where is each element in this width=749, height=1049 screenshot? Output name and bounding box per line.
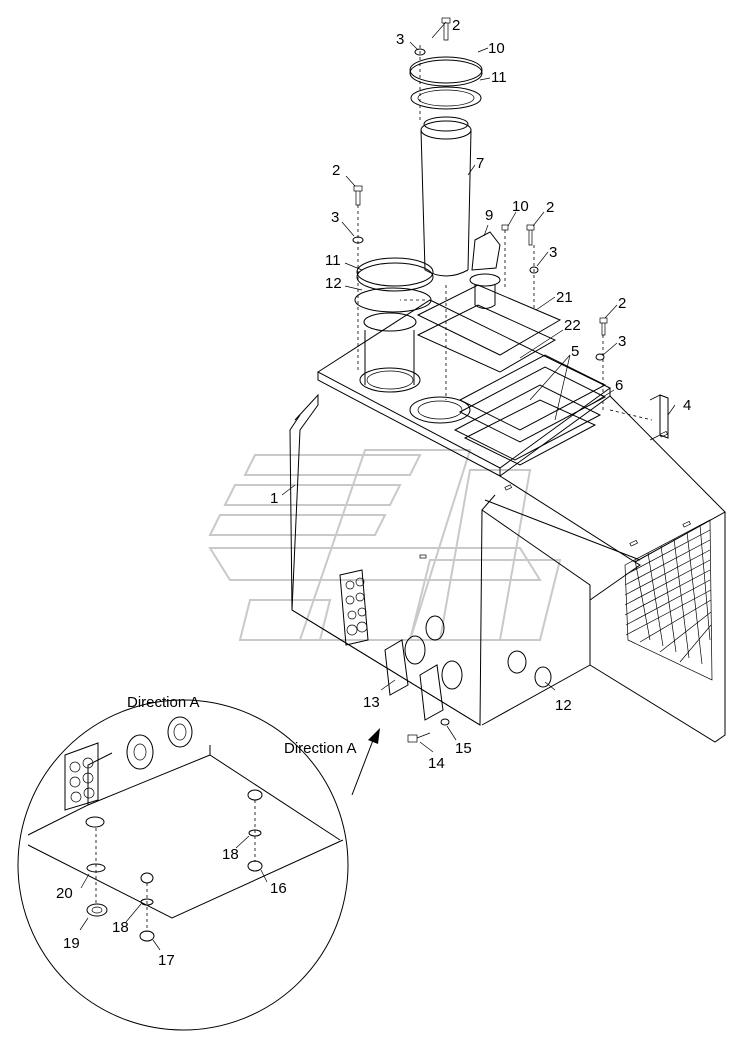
part-label: 2 xyxy=(452,17,460,34)
part-label: 21 xyxy=(556,289,573,306)
direction-label: Direction A xyxy=(284,740,357,757)
filler-neck xyxy=(352,185,471,424)
part-label: 12 xyxy=(325,275,342,292)
part-label: 4 xyxy=(683,397,691,414)
part-label: 22 xyxy=(564,317,581,334)
part-label: 12 xyxy=(555,697,572,714)
part-label: 7 xyxy=(476,155,484,172)
detail-view xyxy=(17,699,349,1031)
part-label: 2 xyxy=(618,295,626,312)
detail-title: Direction A xyxy=(127,694,200,711)
part-label: 3 xyxy=(549,244,557,261)
part-label: 15 xyxy=(455,740,472,757)
part-label: 18 xyxy=(222,846,239,863)
top-cover-plate xyxy=(409,17,483,110)
part-label: 11 xyxy=(491,69,507,86)
part-label: 20 xyxy=(56,885,73,902)
part-label: 2 xyxy=(332,162,340,179)
cover-plates xyxy=(416,284,608,466)
watermark-logo xyxy=(208,449,562,641)
part-label: 11 xyxy=(325,252,341,269)
part-label: 6 xyxy=(615,377,623,394)
part-label: 10 xyxy=(512,198,529,215)
part-label: 1 xyxy=(270,490,278,507)
front-ports xyxy=(339,569,552,743)
assembly-lines xyxy=(357,45,653,421)
vent-grille xyxy=(624,519,713,681)
part-label: 10 xyxy=(488,40,505,57)
part-label: 3 xyxy=(618,333,626,350)
leader-lines xyxy=(281,21,676,753)
part-label: 16 xyxy=(270,880,287,897)
part-label: 14 xyxy=(428,755,445,772)
part-label: 17 xyxy=(158,952,175,969)
part-label: 2 xyxy=(546,199,554,216)
part-label: 3 xyxy=(331,209,339,226)
part-labels: 2 3 10 11 7 2 3 11 12 9 10 10 2 3 21 22 … xyxy=(56,17,691,969)
part-label: 18 xyxy=(112,919,129,936)
part-label: 3 xyxy=(396,31,404,48)
part-label: 9 xyxy=(485,207,493,224)
direction-arrow xyxy=(351,728,380,796)
filter-tube xyxy=(420,116,472,277)
part-label: 13 xyxy=(363,694,380,711)
part-label: 19 xyxy=(63,935,80,952)
part-label: 5 xyxy=(571,343,579,360)
bracket xyxy=(649,394,669,441)
hydraulic-tank-body xyxy=(289,299,726,743)
